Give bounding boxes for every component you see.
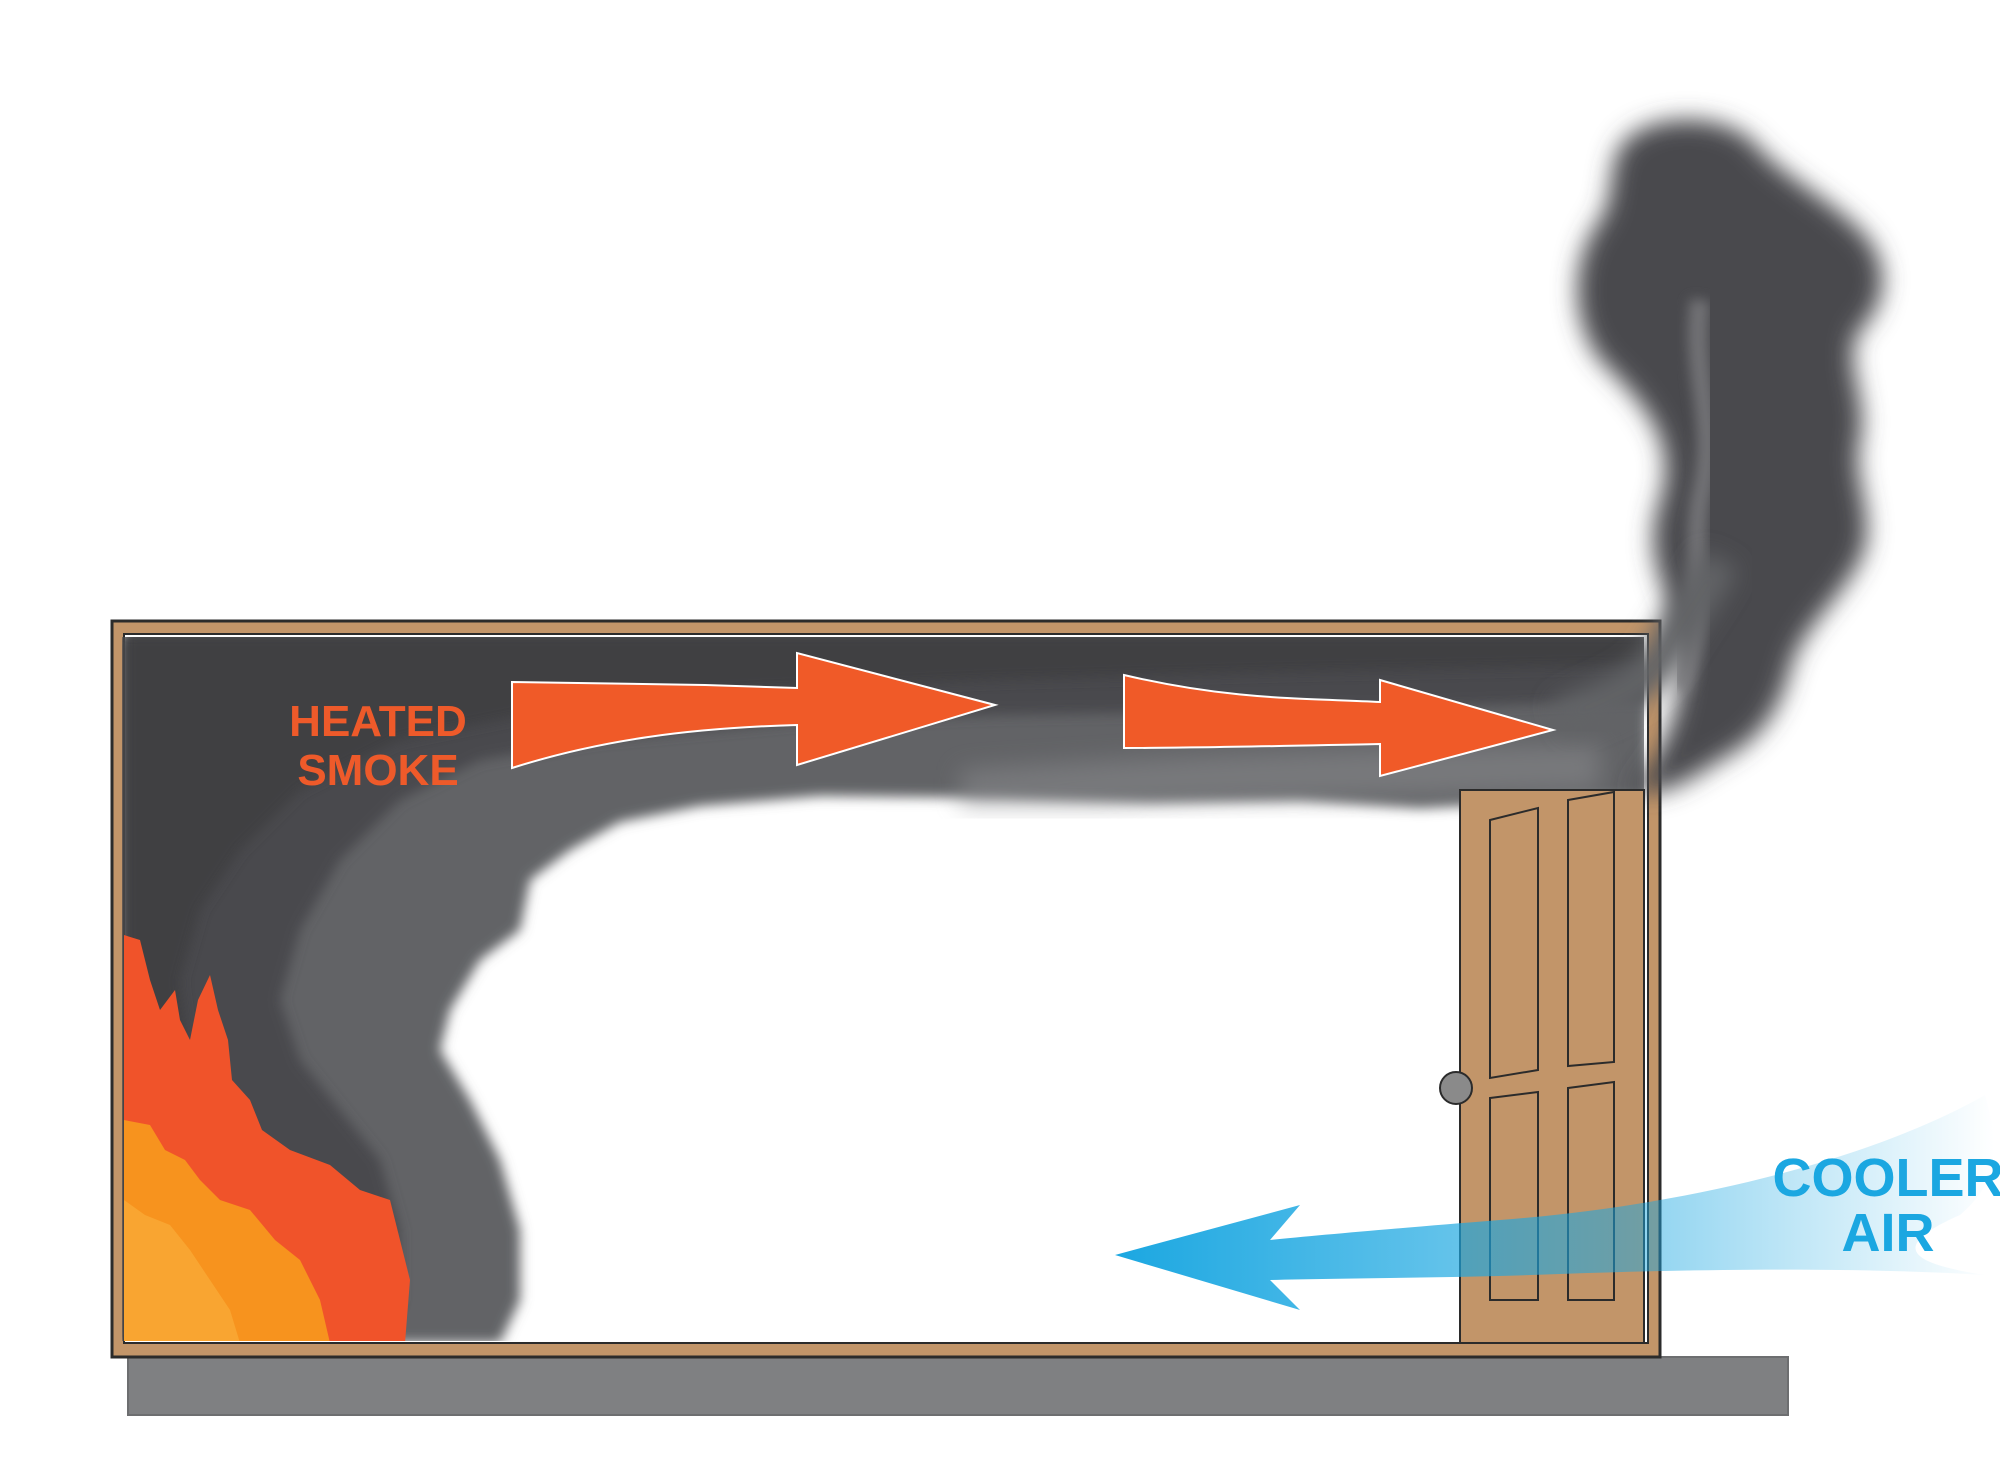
left-arrow-icon bbox=[1115, 1095, 1995, 1310]
fire-icon bbox=[124, 935, 410, 1341]
door-knob bbox=[1439, 1071, 1473, 1105]
right-arrow-icon bbox=[511, 651, 999, 770]
heated-smoke-label: HEATED bbox=[289, 697, 467, 746]
heated-smoke-label: SMOKE bbox=[297, 746, 458, 795]
cooler-air-label: AIR bbox=[1842, 1203, 1935, 1263]
smoke-plume bbox=[1551, 119, 1883, 793]
cooler-air-label: COOLER bbox=[1772, 1148, 2000, 1208]
right-arrow-icon bbox=[1123, 673, 1557, 778]
floor-slab bbox=[127, 1356, 1789, 1416]
